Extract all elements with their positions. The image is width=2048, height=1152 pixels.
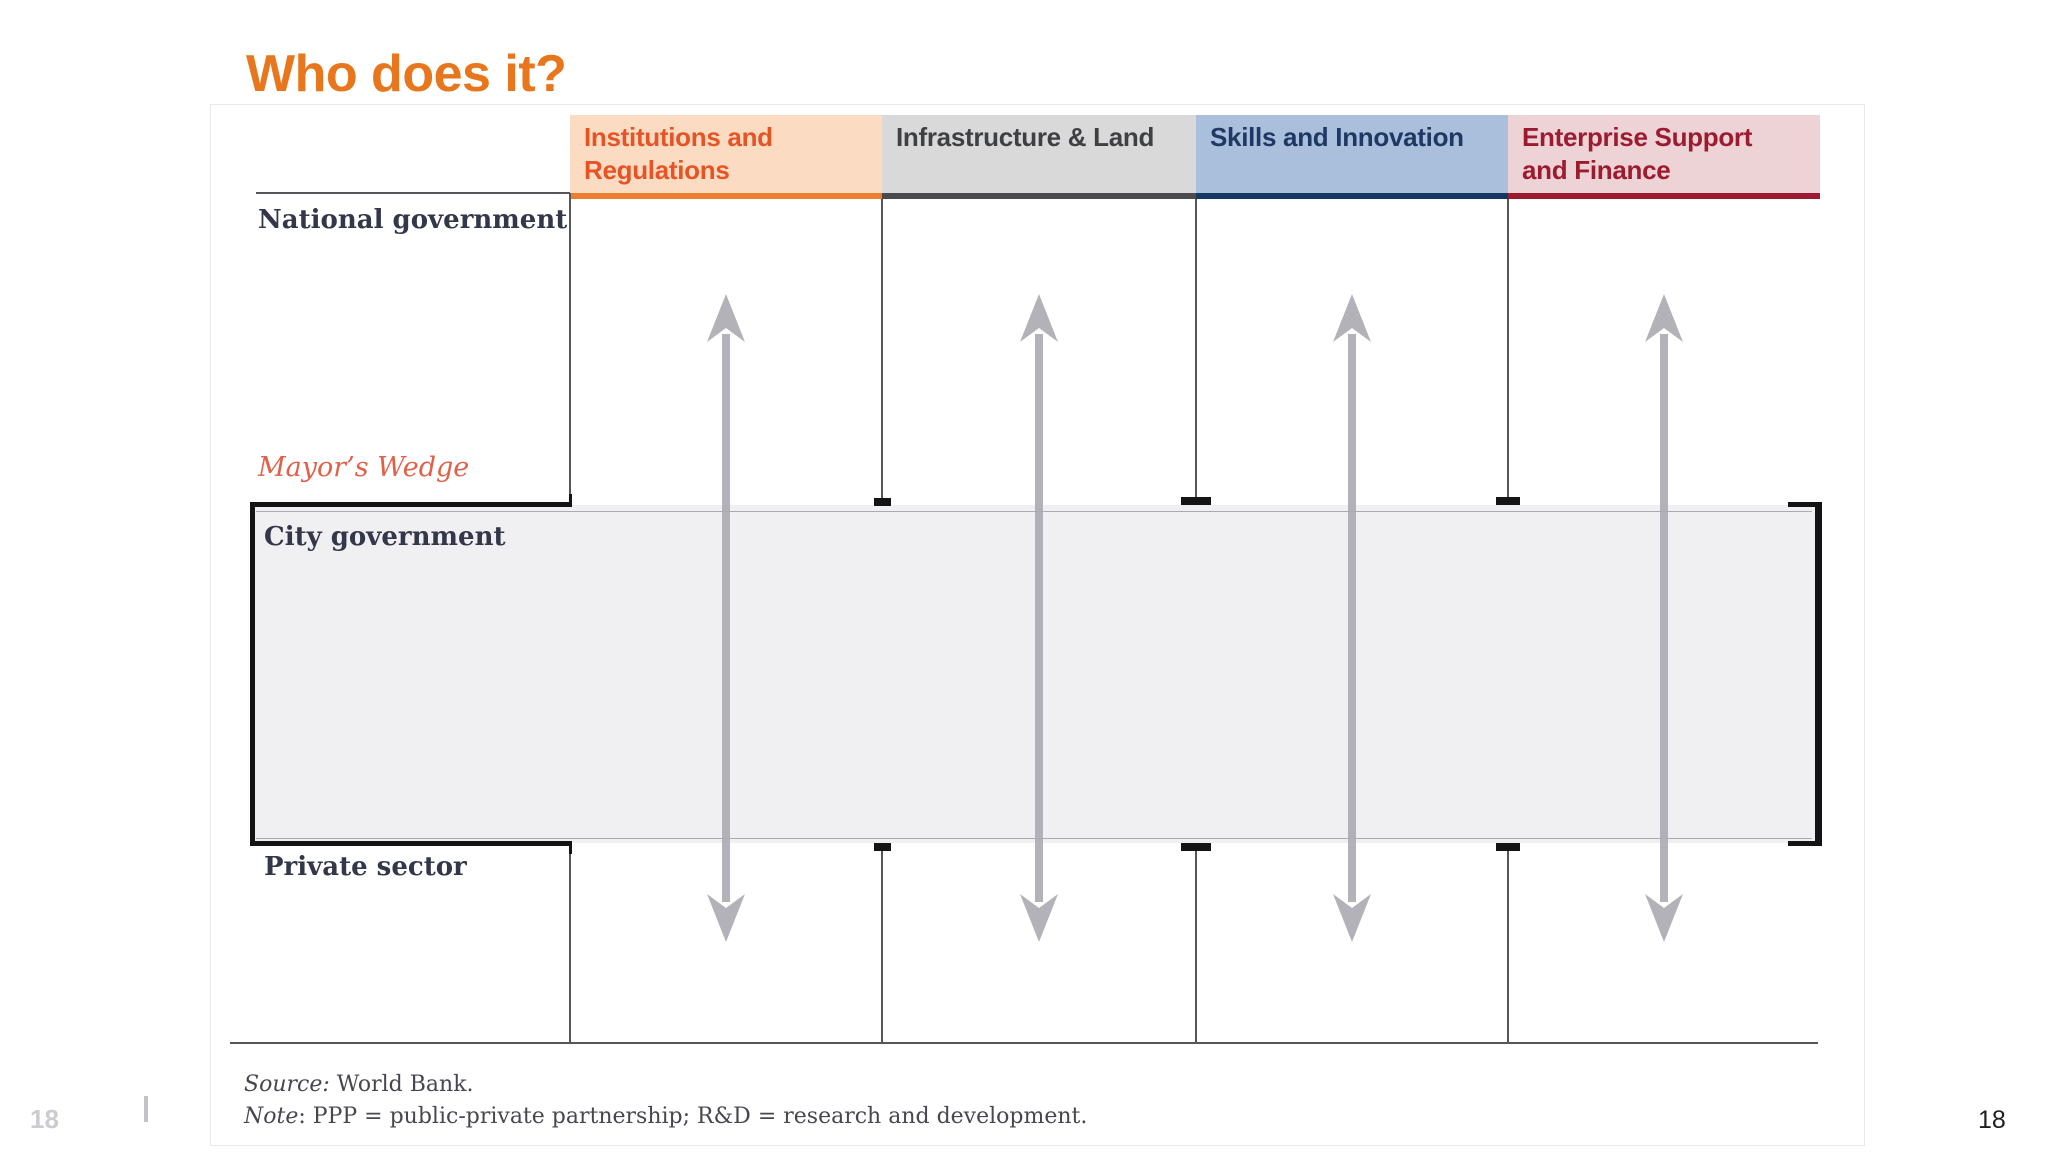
row-label-private-sector: Private sector [264,852,467,882]
note-prefix: Note [244,1104,299,1129]
abbreviation-note: Note: PPP = public-private partnership; … [244,1104,1087,1129]
note-text: : PPP = public-private partnership; R&D … [298,1104,1088,1129]
flow-arrow-icon [1020,294,1058,942]
ghost-page-number: 18 [30,1104,59,1134]
flow-arrow-icon [1645,294,1683,942]
source-text: World Bank. [329,1072,474,1097]
column-header-infrastructure-land: Infrastructure & Land [882,115,1196,193]
flow-arrow-icon [1333,294,1371,942]
column-header-institutions-regulations: Institutions and Regulations [570,115,882,193]
flow-arrow-icon [707,294,745,942]
wedge-highlight-band [250,505,1817,843]
mayors-wedge-label: Mayor’s Wedge [258,452,470,483]
row-label-national-government: National government [258,205,568,235]
column-header-skills-innovation: Skills and Innovation [1196,115,1508,193]
header-accent-bar [1196,193,1508,199]
row-divider-line [256,192,570,194]
page-number: 18 [1978,1106,2006,1134]
wedge-dash [874,498,891,506]
bracket-tick [569,845,572,854]
source-note: Source: World Bank. [244,1072,474,1097]
source-prefix: Source: [244,1072,330,1097]
wedge-inner-line [256,511,1812,512]
table-bottom-line [230,1042,1818,1044]
bracket-tick [569,494,572,503]
wedge-bracket-right [1788,502,1822,846]
wedge-dash [874,843,891,851]
wedge-bracket-left [250,502,572,846]
header-accent-bar [570,193,882,199]
wedge-dash [1496,497,1520,505]
slide-title: Who does it? [246,45,567,103]
header-accent-bar [1508,193,1820,199]
wedge-dash [1496,843,1520,851]
wedge-inner-line [256,838,1812,839]
wedge-dash [1181,843,1211,851]
row-label-city-government: City government [264,522,506,552]
wedge-dash [1181,497,1211,505]
column-header-enterprise-support-finance: Enterprise Support and Finance [1508,115,1820,193]
ghost-divider [144,1096,148,1122]
header-accent-bar [882,193,1196,199]
